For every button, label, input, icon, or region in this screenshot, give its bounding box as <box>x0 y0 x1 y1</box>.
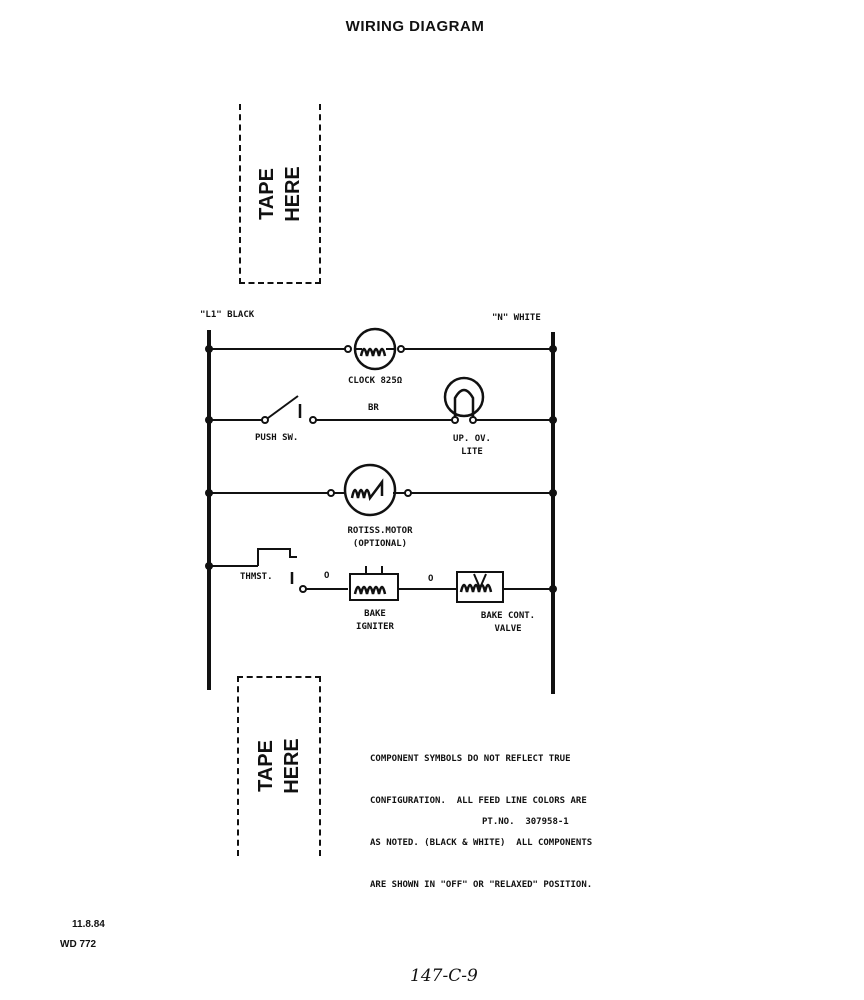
handwritten-code: 147-C-9 <box>410 966 478 986</box>
oven-lite-label-line-2: LITE <box>461 447 483 457</box>
bake-control-valve-label: BAKE CONT. VALVE <box>462 610 554 636</box>
wd-code: WD 772 <box>60 939 97 950</box>
rotisserie-motor-label: ROTISS.MOTOR (OPTIONAL) <box>330 525 430 551</box>
note-line-2: CONFIGURATION. ALL FEED LINE COLORS ARE <box>370 796 587 806</box>
igniter-label-line-1: BAKE <box>364 609 386 619</box>
diagram-title: WIRING DIAGRAM <box>345 18 485 35</box>
tape-here-box-bottom <box>237 676 321 856</box>
o-wire-label-1: O <box>324 571 330 581</box>
valve-label-line-2: VALVE <box>494 624 522 634</box>
br-wire-label: BR <box>368 403 379 413</box>
tape-here-box-top <box>239 104 321 284</box>
o-wire-label-2: O <box>428 574 434 584</box>
date-code: 11.8.84 <box>72 919 105 930</box>
motor-label-line-2: (OPTIONAL) <box>352 539 408 549</box>
oven-lite-label: UP. OV. LITE <box>440 433 504 459</box>
l1-black-label: "L1" BLACK <box>200 310 255 320</box>
valve-label-line-1: BAKE CONT. <box>480 611 536 621</box>
thermostat-bulb <box>257 548 297 566</box>
note-line-3: AS NOTED. (BLACK & WHITE) ALL COMPONENTS <box>370 838 593 848</box>
clock-motor-symbol <box>353 327 397 371</box>
push-switch-blade <box>267 395 299 419</box>
n-white-label: "N" WHITE <box>492 313 541 323</box>
part-number: PT.NO. 307958-1 <box>482 817 569 827</box>
note-line-4: ARE SHOWN IN "OFF" OR "RELAXED" POSITION… <box>370 880 593 890</box>
bake-igniter-label: BAKE IGNITER <box>340 608 410 634</box>
clock-label: CLOCK 825Ω <box>348 376 403 386</box>
bake-igniter-symbol <box>349 573 399 601</box>
component-note: COMPONENT SYMBOLS DO NOT REFLECT TRUE CO… <box>370 724 592 906</box>
oven-lamp-symbol <box>443 376 485 418</box>
oven-lite-label-line-1: UP. OV. <box>453 434 491 444</box>
push-switch-label: PUSH SW. <box>255 433 299 443</box>
rotisserie-motor-symbol <box>343 463 397 517</box>
note-line-1: COMPONENT SYMBOLS DO NOT REFLECT TRUE <box>370 754 571 764</box>
bake-control-valve-symbol <box>456 571 504 603</box>
motor-label-line-1: ROTISS.MOTOR <box>347 526 413 536</box>
igniter-label-line-2: IGNITER <box>356 622 394 632</box>
thermostat-label: THMST. <box>240 572 273 582</box>
